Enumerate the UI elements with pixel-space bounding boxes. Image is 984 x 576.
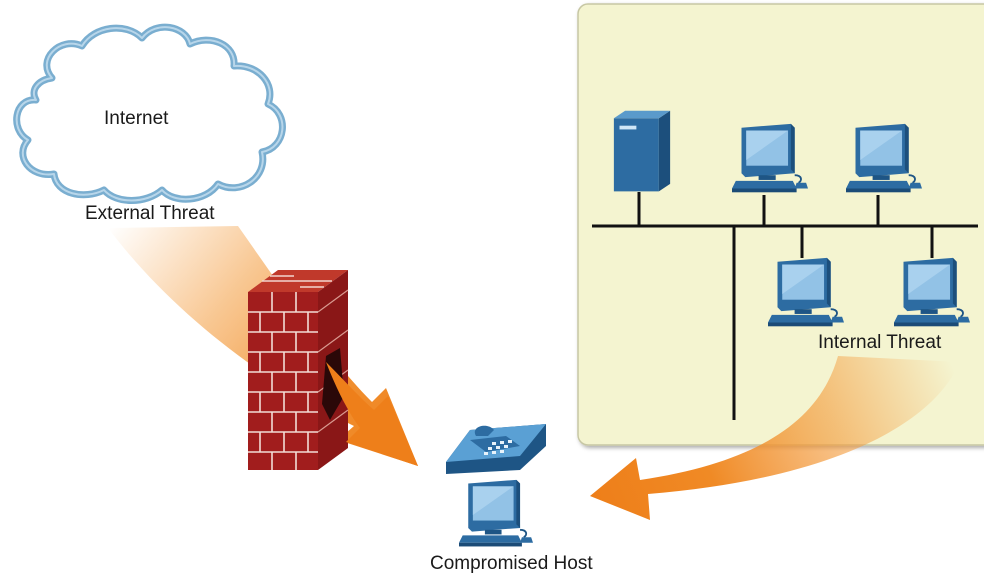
internal-threat-arrow xyxy=(590,356,960,520)
workstation-icon xyxy=(457,478,535,548)
internal-threat-label: Internal Threat xyxy=(818,332,942,353)
external-threat-label: External Threat xyxy=(85,203,215,224)
external-threat-arrowhead xyxy=(326,362,418,466)
server-icon xyxy=(613,110,671,192)
firewall-icon xyxy=(248,270,349,470)
cloud-icon xyxy=(13,23,286,204)
compromised-host-label: Compromised Host xyxy=(430,553,593,574)
ip-phone-icon xyxy=(446,424,546,474)
lan-bus xyxy=(592,192,978,420)
internet-label: Internet xyxy=(104,108,169,129)
